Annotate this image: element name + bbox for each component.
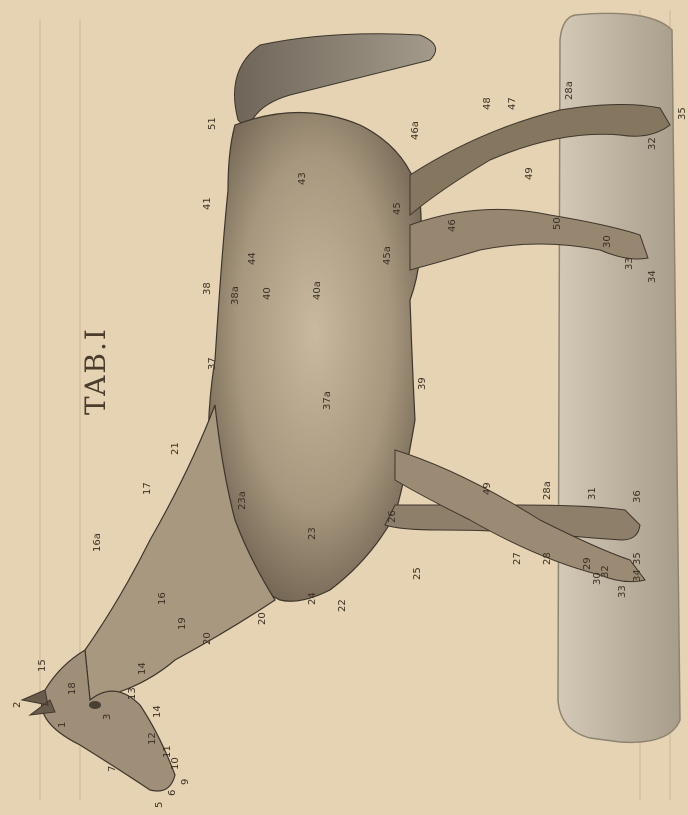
label-37a: 37a bbox=[322, 391, 333, 410]
label-34b: 34 bbox=[647, 270, 658, 283]
label-3: 3 bbox=[102, 714, 113, 720]
label-1: 1 bbox=[57, 722, 68, 728]
label-37: 37 bbox=[207, 357, 218, 370]
label-9: 9 bbox=[180, 779, 191, 785]
label-20b: 20 bbox=[257, 612, 268, 625]
label-20: 20 bbox=[202, 632, 213, 645]
label-49b: 49 bbox=[524, 167, 535, 180]
label-22: 22 bbox=[337, 599, 348, 612]
label-29: 29 bbox=[582, 557, 593, 570]
label-31: 31 bbox=[587, 487, 598, 500]
label-49: 49 bbox=[482, 482, 493, 495]
label-19: 19 bbox=[177, 617, 188, 630]
label-36: 36 bbox=[632, 490, 643, 503]
label-23: 23 bbox=[307, 527, 318, 540]
label-45a: 45a bbox=[382, 246, 393, 265]
label-40a: 40a bbox=[312, 281, 323, 300]
label-46: 46 bbox=[447, 219, 458, 232]
label-43: 43 bbox=[297, 172, 308, 185]
label-33: 33 bbox=[617, 585, 628, 598]
label-25: 25 bbox=[412, 567, 423, 580]
label-38: 38 bbox=[202, 282, 213, 295]
label-28a: 28a bbox=[542, 481, 553, 500]
label-16: 16 bbox=[157, 592, 168, 605]
label-30b: 30 bbox=[602, 235, 613, 248]
label-10: 10 bbox=[170, 757, 181, 770]
label-15: 15 bbox=[37, 659, 48, 672]
label-32b: 32 bbox=[647, 137, 658, 150]
label-40: 40 bbox=[262, 287, 273, 300]
label-45: 45 bbox=[392, 202, 403, 215]
label-27: 27 bbox=[512, 552, 523, 565]
label-6: 6 bbox=[167, 790, 178, 796]
label-35: 35 bbox=[632, 552, 643, 565]
label-23a: 23a bbox=[237, 491, 248, 510]
label-14: 14 bbox=[152, 705, 163, 718]
label-16a: 16a bbox=[92, 533, 103, 552]
label-11: 11 bbox=[162, 745, 173, 758]
label-17: 17 bbox=[142, 482, 153, 495]
horse-eye bbox=[89, 701, 101, 709]
label-35b: 35 bbox=[677, 107, 688, 120]
label-33b: 33 bbox=[624, 257, 635, 270]
label-44: 44 bbox=[247, 252, 258, 265]
label-28b: 28a bbox=[564, 81, 575, 100]
label-18: 18 bbox=[67, 682, 78, 695]
label-26: 26 bbox=[387, 510, 398, 523]
label-12: 12 bbox=[147, 732, 158, 745]
label-13: 13 bbox=[127, 687, 138, 700]
label-5: 5 bbox=[154, 802, 165, 808]
label-21: 21 bbox=[170, 442, 181, 455]
plate-title: TAB.I bbox=[79, 327, 112, 415]
label-39: 39 bbox=[417, 377, 428, 390]
label-24: 24 bbox=[307, 592, 318, 605]
label-32: 32 bbox=[600, 565, 611, 578]
label-50: 50 bbox=[552, 217, 563, 230]
label-34: 34 bbox=[632, 569, 643, 582]
label-51: 51 bbox=[207, 117, 218, 130]
label-48: 48 bbox=[482, 97, 493, 110]
label-2: 2 bbox=[12, 702, 23, 708]
label-7: 7 bbox=[107, 766, 118, 772]
label-41: 41 bbox=[202, 197, 213, 210]
label-46a: 46a bbox=[410, 121, 421, 140]
label-47: 47 bbox=[507, 97, 518, 110]
label-14b: 14 bbox=[137, 662, 148, 675]
label-28: 28 bbox=[542, 552, 553, 565]
label-38a: 38a bbox=[230, 286, 241, 305]
